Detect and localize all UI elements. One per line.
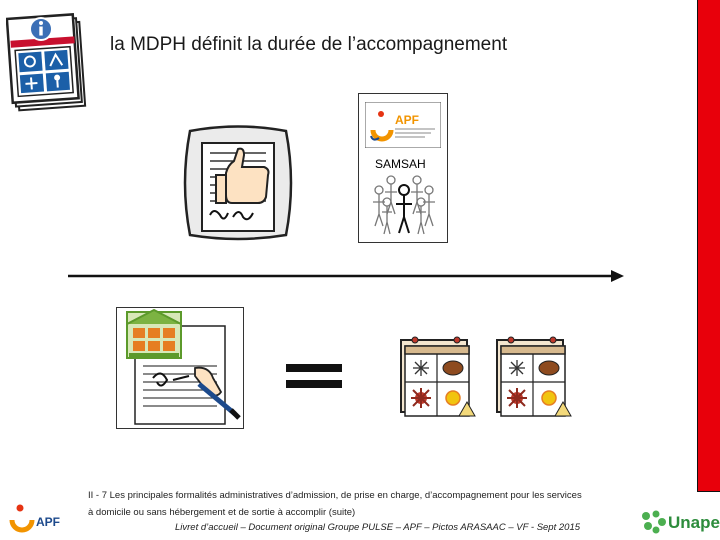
calendar-seasons-icon (496, 336, 572, 417)
thumbs-up-document-icon (183, 125, 293, 241)
mdph-book-icon (6, 13, 87, 112)
group-people-icon (373, 175, 435, 235)
footer-caption-line1: II - 7 Les principales formalités admini… (88, 490, 582, 501)
timeline-arrow-icon (68, 270, 624, 282)
info-icon (29, 17, 53, 41)
apf-footer-label: APF (36, 515, 60, 529)
samsah-poster-icon: APF (358, 93, 448, 243)
apf-logo-icon (9, 504, 35, 533)
slide-title: la MDPH définit la durée de l’accompagne… (110, 34, 508, 55)
unapei-logo-icon (642, 510, 666, 534)
side-accent-bar (697, 0, 720, 492)
calendar-seasons-icon (400, 336, 476, 417)
signing-document-icon (116, 307, 244, 429)
footer-credits: Livret d’accueil – Document original Gro… (175, 522, 581, 533)
footer-caption-line2: à domicile ou sans hébergement et de sor… (88, 507, 356, 518)
samsah-label: SAMSAH (375, 157, 426, 171)
apf-logo-icon: APF (365, 102, 441, 148)
equals-icon (286, 364, 342, 388)
svg-text:APF: APF (395, 113, 419, 127)
unapei-label: Unapei (668, 513, 720, 532)
